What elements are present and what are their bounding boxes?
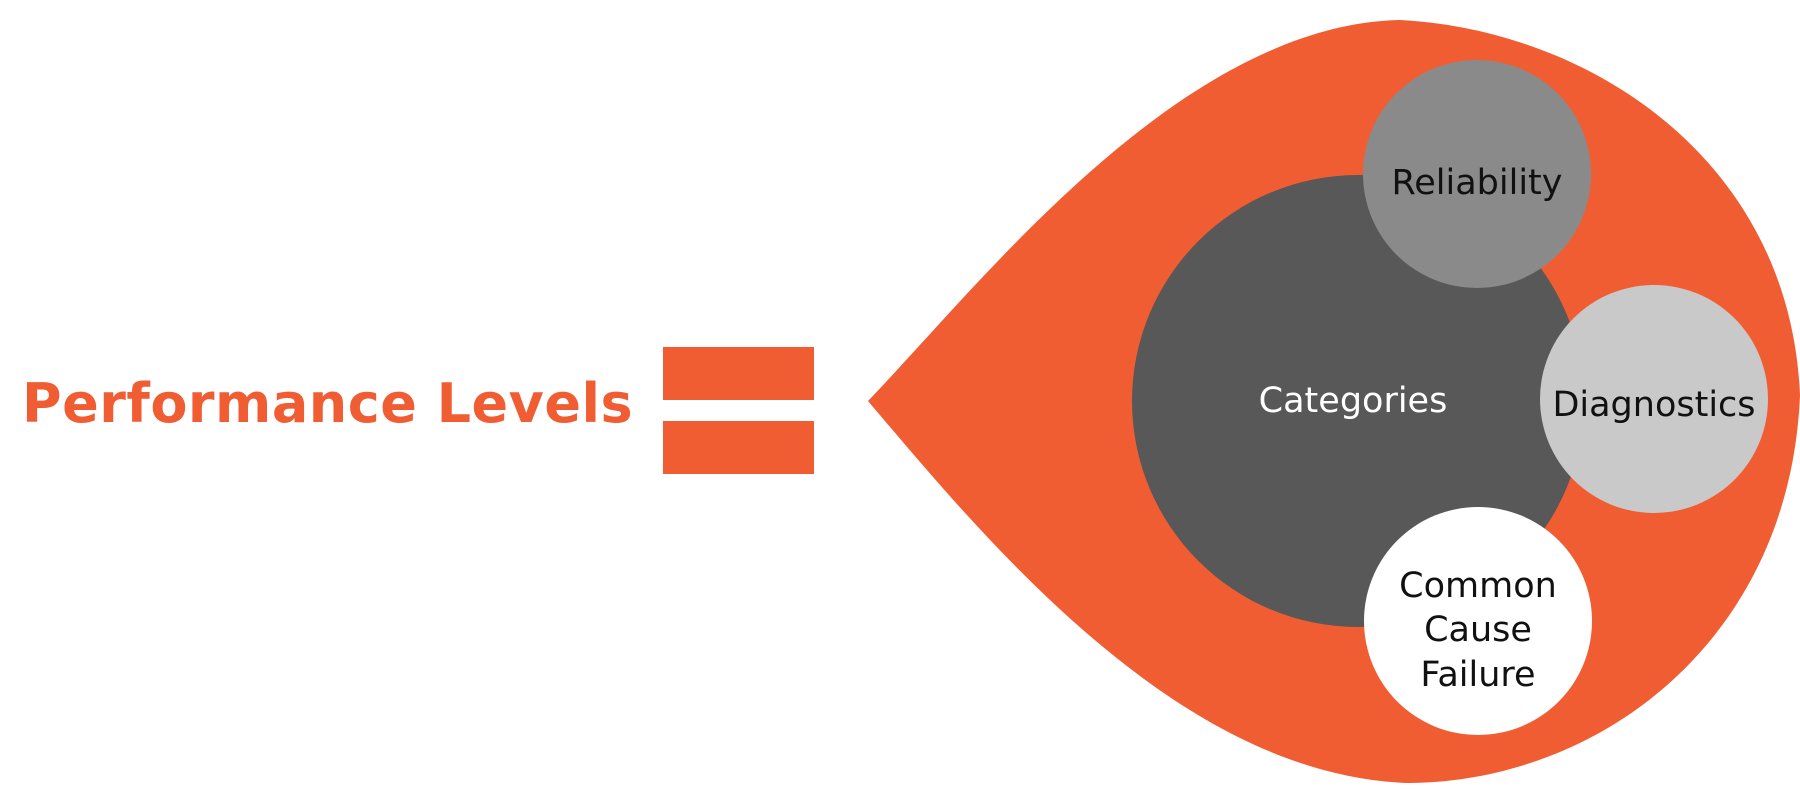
common-cause-failure-label-line-3: Failure: [1420, 655, 1535, 695]
common-cause-failure-circle: [1364, 507, 1592, 735]
categories-label: Categories: [1259, 381, 1448, 421]
common-cause-failure-label-line-1: Common: [1399, 566, 1557, 606]
reliability-circle: [1363, 60, 1591, 288]
performance-levels-title: Performance Levels: [22, 372, 634, 435]
reliability-label: Reliability: [1391, 163, 1562, 203]
common-cause-failure-label-line-2: Cause: [1424, 610, 1532, 650]
common-cause-failure-node: Common Cause Failure: [1364, 507, 1592, 735]
diagnostics-circle: [1540, 285, 1768, 513]
diagnostics-node: Diagnostics: [1540, 285, 1768, 513]
equals-sign-top-bar: [663, 347, 814, 400]
diagnostics-label: Diagnostics: [1552, 385, 1755, 425]
equals-sign-bottom-bar: [663, 421, 814, 474]
reliability-node: Reliability: [1363, 60, 1591, 288]
